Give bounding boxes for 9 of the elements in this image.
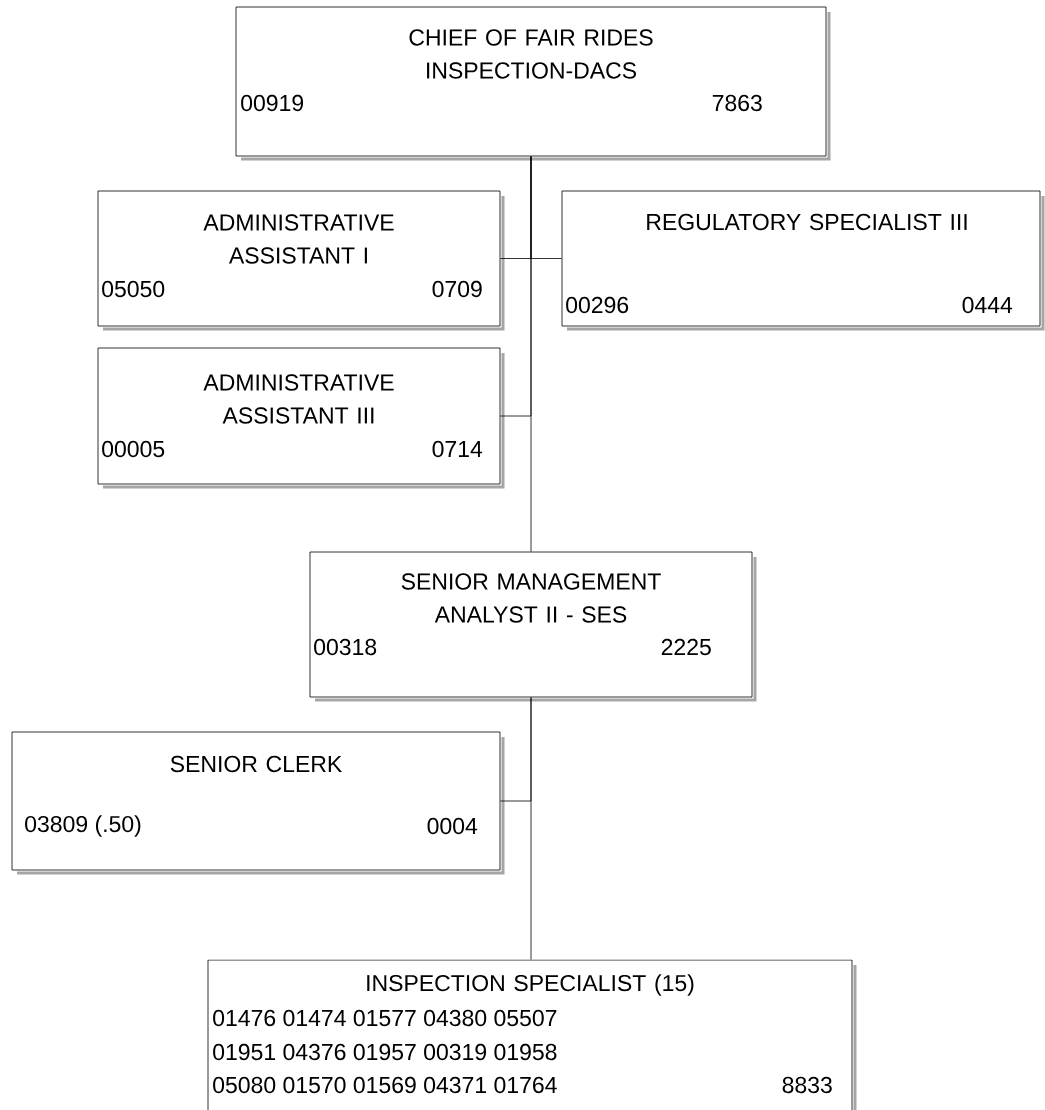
connector-line: [530, 697, 532, 960]
connector-line: [530, 156, 532, 552]
position-box: INSPECTION SPECIALIST (15) 01476 01474 01577 04380 05507 01951 04376 01957 00319 01958 05080 01570 01569 04371 01764 8833: [207, 959, 857, 1110]
position-box: SENIOR CLERK 03809 (.50) 0004: [11, 731, 505, 875]
position-box: SENIOR MANAGEMENT ANALYST II - SES 00318 2225: [309, 551, 757, 702]
position-box: ADMINISTRATIVE ASSISTANT III 00005 0714: [97, 347, 505, 489]
position-box: CHIEF OF FAIR RIDES INSPECTION-DACS 00919 7863: [235, 6, 831, 161]
position-box: ADMINISTRATIVE ASSISTANT I 05050 0709: [97, 190, 505, 331]
position-box: REGULATORY SPECIALIST III 00296 0444: [561, 190, 1045, 331]
